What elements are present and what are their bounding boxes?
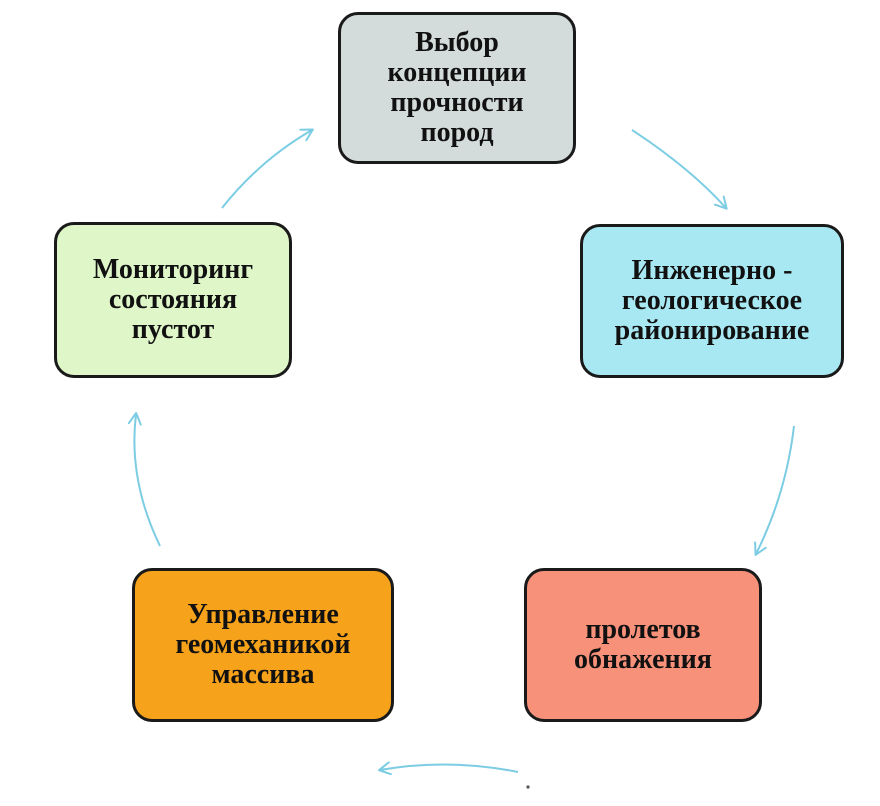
node-rock-mass-geomechanics-control: Управление геомеханикой массива [132,568,394,722]
node-label: Выбор концепции прочности пород [387,27,527,148]
arrow-bottom-left-to-left [127,412,161,547]
node-rock-strength-concept: Выбор концепции прочности пород [338,12,576,164]
node-engineering-geological-zoning: Инженерно - геологическое районирование [580,224,844,378]
node-label: Инженерно - геологическое районирование [614,255,810,346]
arrow-right-to-bottom-right [754,425,795,556]
node-label: Управление геомеханикой массива [175,599,351,690]
arrow-top-to-right [631,129,728,210]
arrow-left-to-top [221,128,314,209]
node-void-condition-monitoring: Мониторинг состояния пустот [54,222,292,378]
node-label: пролетов обнажения [574,614,712,675]
node-label: Мониторинг состояния пустот [92,254,254,345]
stray-dot [526,785,530,789]
node-exposure-spans: пролетов обнажения [524,568,762,722]
arrow-bottom-right-to-bottom-left [378,761,519,776]
